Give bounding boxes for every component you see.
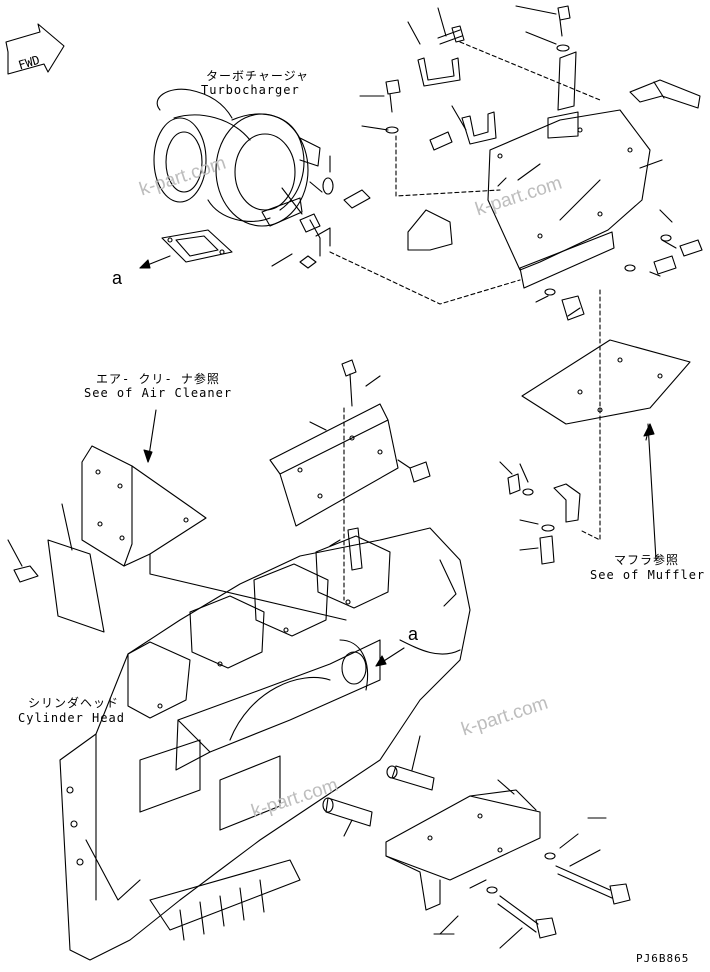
turbo-gasket — [161, 229, 233, 263]
right-fasteners — [544, 234, 703, 321]
lower-bracket — [322, 735, 541, 911]
muffler-bracket — [499, 461, 581, 565]
cylinder-head-label-jp: シリンダヘッド — [28, 696, 120, 710]
upper-leader-lines — [329, 41, 601, 541]
fwd-arrow-icon: FWD — [5, 23, 65, 75]
lower-bolts — [433, 817, 631, 949]
turbocharger-label-jp: ターボチャージャ — [206, 69, 310, 83]
drawing-code: PJ6B865 — [636, 952, 690, 965]
label-leaders — [143, 409, 655, 463]
cylinder-head-label-en: Cylinder Head — [18, 711, 125, 725]
air-cleaner-label-jp: エア- クリ- ナ参照 — [96, 372, 220, 386]
ref-arrows — [139, 255, 405, 667]
air-cleaner-bracket — [81, 445, 347, 621]
center-bracket — [269, 359, 431, 601]
heat-shield-upper — [487, 51, 651, 289]
insulator-left — [7, 503, 105, 633]
muffler-label-en: See of Muffler — [590, 568, 706, 582]
top-bolts — [385, 5, 571, 151]
air-cleaner-label-en: See of Air Cleaner — [84, 386, 233, 400]
turbocharger-label-en: Turbocharger — [201, 83, 300, 97]
ref-a-left: a — [112, 268, 123, 288]
muffler-plate — [521, 339, 691, 561]
muffler-label-jp: マフラ参照 — [614, 553, 680, 567]
upper-brackets — [407, 57, 701, 251]
svg-text:FWD: FWD — [17, 53, 42, 73]
turbocharger — [153, 88, 321, 227]
ref-a-center: a — [408, 624, 419, 644]
cylinder-head — [59, 527, 471, 961]
turbo-fasteners — [271, 177, 371, 269]
upper-solid-leaders — [281, 5, 677, 317]
